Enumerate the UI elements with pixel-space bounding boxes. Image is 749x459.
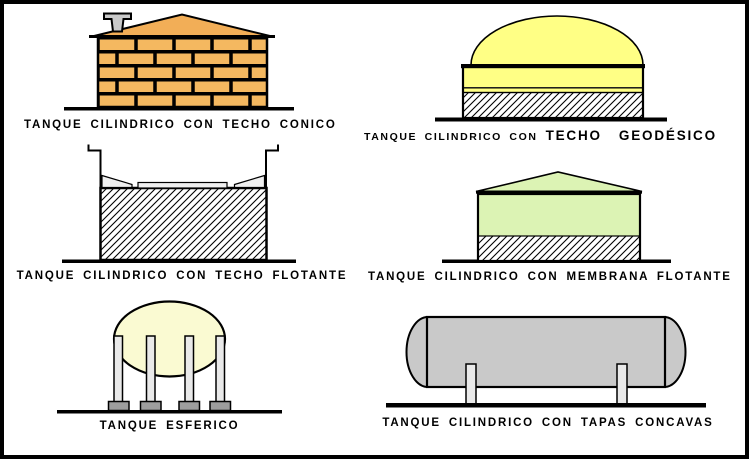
footing <box>139 400 162 412</box>
ground-line <box>435 117 667 122</box>
panel-techo-flotante <box>62 144 296 263</box>
roof-vent <box>103 12 132 33</box>
right-concave-head <box>663 315 687 389</box>
label-emphasis: TECHO GEODÉSICO <box>545 128 717 143</box>
right-wall-wind-girder <box>265 144 279 188</box>
leg <box>113 335 124 403</box>
leg <box>215 335 226 403</box>
leg-footings <box>107 400 232 412</box>
panel-esferico <box>57 300 282 414</box>
membrane-band <box>478 194 640 236</box>
shell-outline <box>476 192 642 263</box>
label-membrana-flotante: TANQUE CILINDRICO CON MEMBRANA FLOTANTE <box>368 271 732 283</box>
footing <box>209 400 232 412</box>
tank-types-figure <box>57 12 706 414</box>
panel-membrana-flotante <box>442 171 671 263</box>
geodesic-dome <box>470 15 644 66</box>
saddle-leg <box>616 363 628 405</box>
label-techo-conico: TANQUE CILINDRICO CON TECHO CONICO <box>24 119 337 131</box>
label-tapas-concavas: TANQUE CILINDRICO CON TAPAS CONCAVAS <box>382 417 714 429</box>
footing <box>107 400 130 412</box>
cylinder-body <box>425 315 667 389</box>
shallow-cone-roof <box>475 171 643 193</box>
shell-upper-band <box>463 68 643 87</box>
brick-shell <box>96 35 269 109</box>
left-seal-wedge <box>101 174 133 189</box>
right-seal-wedge <box>233 174 266 189</box>
label-prefix: TANQUE CILINDRICO CON <box>364 131 538 143</box>
floating-deck <box>137 181 228 189</box>
liquid-hatch <box>99 186 268 262</box>
footing <box>178 400 201 412</box>
roof-eave-line <box>89 35 275 38</box>
panel-tapas-concavas <box>386 315 706 408</box>
shell-thin-band <box>463 88 643 93</box>
ground-line <box>64 107 294 111</box>
ground-line <box>57 410 282 414</box>
sphere <box>112 300 227 378</box>
saddle-leg <box>465 363 477 405</box>
leg <box>184 335 195 403</box>
compression-ring-bar <box>461 64 645 69</box>
left-wall-wind-girder <box>87 144 102 188</box>
panel-techo-geodesico <box>435 15 667 122</box>
panel-techo-conico <box>64 12 294 111</box>
label-esferico: TANQUE ESFERICO <box>99 420 240 432</box>
roof-base-bar <box>476 190 642 194</box>
leg <box>145 335 156 403</box>
liquid-hatch <box>462 91 644 119</box>
left-concave-head <box>405 315 429 389</box>
liquid-hatch <box>477 235 641 262</box>
label-techo-flotante: TANQUE CILINDRICO CON TECHO FLOTANTE <box>16 270 348 282</box>
ground-line <box>386 403 706 408</box>
label-techo-geodesico: TANQUE CILINDRICO CON TECHO GEODÉSICO <box>364 128 717 143</box>
